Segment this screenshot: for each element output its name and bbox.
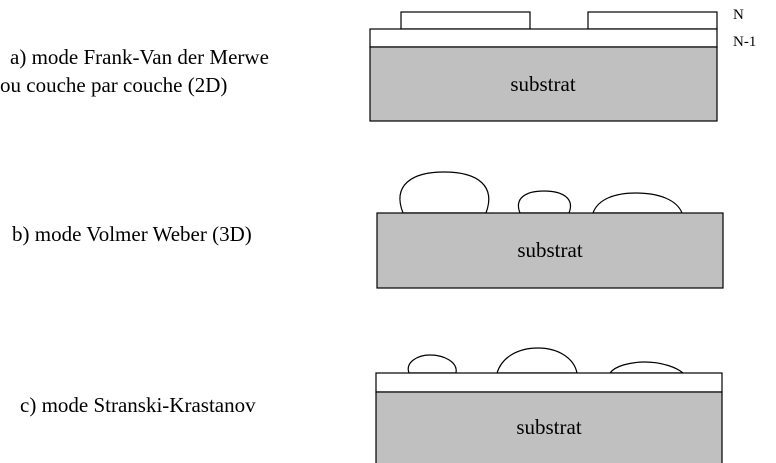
mode-c-group: c) mode Stranski-Krastanov substrat — [20, 347, 723, 463]
island-b-1 — [399, 171, 490, 214]
substrate-b-label: substrat — [517, 238, 582, 262]
layer-n-label: N — [733, 7, 744, 23]
layer-n-right — [587, 11, 718, 30]
substrate-c — [375, 391, 723, 463]
substrate-a-label: substrat — [510, 72, 575, 96]
mode-a-label-line2: ou couche par couche (2D) — [0, 73, 227, 97]
island-c-3 — [608, 361, 685, 374]
mode-b-group: b) mode Volmer Weber (3D) substrat — [12, 171, 724, 289]
mode-a-group: a) mode Frank-Van der Merwe ou couche pa… — [0, 7, 756, 122]
substrate-b — [376, 212, 724, 289]
mode-c-label: c) mode Stranski-Krastanov — [20, 393, 256, 417]
layer-n-left — [400, 11, 531, 30]
island-c-1 — [407, 354, 457, 374]
wetting-layer — [375, 372, 723, 393]
mode-a-label-line1: a) mode Frank-Van der Merwe — [10, 45, 269, 69]
island-c-2 — [496, 347, 578, 374]
substrate-c-label: substrat — [516, 415, 581, 439]
island-b-3 — [592, 192, 683, 214]
layer-n-minus-1 — [369, 28, 718, 48]
substrate-a — [369, 46, 718, 122]
island-b-2 — [517, 190, 571, 214]
mode-b-label: b) mode Volmer Weber (3D) — [12, 222, 252, 246]
layer-n-minus-1-label: N-1 — [733, 34, 756, 50]
